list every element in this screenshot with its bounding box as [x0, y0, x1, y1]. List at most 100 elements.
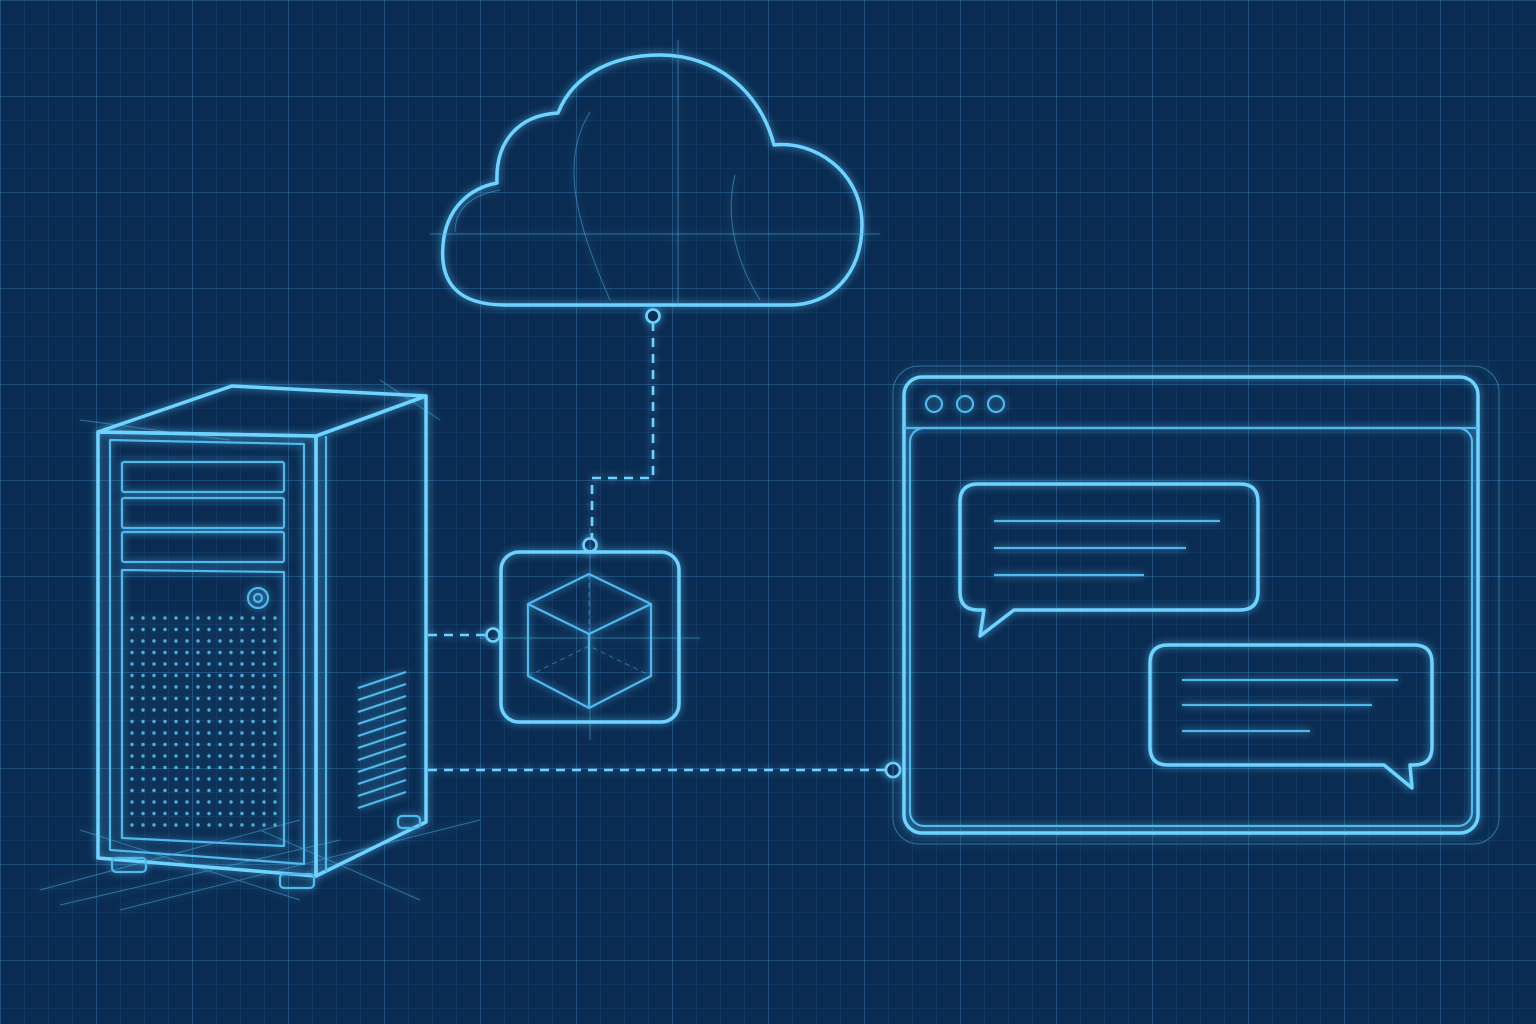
- vent-dot: [262, 811, 266, 816]
- vent-dot: [185, 662, 189, 666]
- vent-dot: [229, 754, 233, 758]
- vent-dot: [185, 708, 189, 712]
- vent-dot: [163, 777, 167, 781]
- vent-dot: [130, 811, 134, 816]
- vent-dot: [273, 800, 277, 804]
- vent-dot: [229, 719, 233, 724]
- vent-dot: [163, 765, 167, 770]
- vent-dot: [207, 708, 211, 712]
- vent-dot: [185, 777, 189, 781]
- vent-dot: [251, 765, 255, 770]
- vent-dot: [185, 742, 189, 747]
- vent-dot: [240, 673, 244, 678]
- vent-dot: [207, 731, 211, 735]
- vent-dot: [262, 650, 266, 655]
- vent-dot: [229, 731, 233, 735]
- vent-dot: [130, 777, 134, 781]
- vent-dot: [130, 662, 134, 666]
- vent-dot: [141, 639, 145, 643]
- vent-dot: [163, 650, 167, 655]
- vent-dot: [185, 650, 189, 655]
- vent-dot: [174, 639, 178, 643]
- vent-dot: [141, 731, 145, 735]
- vent-dot: [152, 765, 156, 770]
- vent-dot: [141, 627, 145, 632]
- vent-dot: [273, 662, 277, 666]
- vent-dot: [207, 685, 211, 689]
- vent-dot: [218, 823, 222, 827]
- vent-dot: [229, 673, 233, 678]
- vent-dot: [163, 800, 167, 804]
- vent-dot: [240, 800, 244, 804]
- vent-dot: [141, 696, 145, 701]
- vent-dot: [130, 685, 134, 689]
- vent-dot: [207, 754, 211, 758]
- vent-dot: [229, 788, 233, 793]
- vent-dot: [196, 639, 200, 643]
- vent-dot: [152, 731, 156, 735]
- vent-dot: [218, 696, 222, 701]
- vent-dot: [251, 777, 255, 781]
- vent-dot: [218, 650, 222, 655]
- vent-dot: [262, 823, 266, 827]
- vent-dot: [207, 639, 211, 643]
- vent-dot: [196, 788, 200, 793]
- vent-dot: [251, 788, 255, 793]
- vent-dot: [273, 788, 277, 793]
- vent-dot: [196, 685, 200, 689]
- vent-dot: [185, 719, 189, 724]
- vent-dot: [185, 616, 189, 620]
- vent-dot: [229, 650, 233, 655]
- vent-dot: [130, 765, 134, 770]
- vent-dot: [130, 708, 134, 712]
- connector-server-module: [428, 627, 501, 643]
- vent-dot: [163, 696, 167, 701]
- vent-dot: [141, 742, 145, 747]
- vent-dot: [163, 731, 167, 735]
- vent-dot: [174, 650, 178, 655]
- vent-dot: [196, 823, 200, 827]
- vent-dot: [273, 823, 277, 827]
- vent-dot: [229, 800, 233, 804]
- vent-dot: [240, 696, 244, 701]
- vent-dot: [240, 765, 244, 770]
- vent-dot: [251, 650, 255, 655]
- connector-node: [645, 308, 661, 324]
- vent-grille: [130, 616, 277, 827]
- vent-dot: [218, 719, 222, 724]
- vent-dot: [218, 765, 222, 770]
- vent-dot: [251, 708, 255, 712]
- vent-dot: [207, 673, 211, 678]
- vent-dot: [251, 627, 255, 632]
- vent-dot: [163, 662, 167, 666]
- vent-dot: [218, 639, 222, 643]
- vent-dot: [273, 777, 277, 781]
- vent-dot: [152, 719, 156, 724]
- vent-dot: [251, 673, 255, 678]
- vent-dot: [240, 754, 244, 758]
- vent-dot: [229, 662, 233, 666]
- vent-dot: [207, 765, 211, 770]
- vent-dot: [218, 708, 222, 712]
- vent-dot: [273, 673, 277, 678]
- vent-dot: [218, 788, 222, 793]
- chat-bubble-incoming-icon: [958, 482, 1260, 638]
- vent-dot: [251, 639, 255, 643]
- vent-dot: [240, 639, 244, 643]
- vent-dot: [152, 777, 156, 781]
- vent-dot: [218, 627, 222, 632]
- vent-dot: [196, 650, 200, 655]
- vent-dot: [196, 777, 200, 781]
- vent-dot: [218, 673, 222, 678]
- vent-dot: [262, 673, 266, 678]
- vent-dot: [141, 777, 145, 781]
- vent-dot: [141, 800, 145, 804]
- vent-dot: [163, 616, 167, 620]
- vent-dot: [240, 662, 244, 666]
- vent-dot: [185, 673, 189, 678]
- vent-dot: [130, 696, 134, 701]
- vent-dot: [196, 800, 200, 804]
- vent-dot: [174, 719, 178, 724]
- vent-dot: [130, 788, 134, 793]
